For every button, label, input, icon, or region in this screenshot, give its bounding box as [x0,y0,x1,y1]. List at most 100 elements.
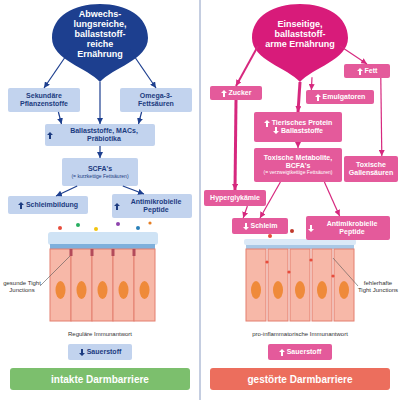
increase-arrow [18,202,24,209]
epithelial-cell [134,249,155,321]
flow-arrow [99,82,100,124]
text-line: Sauerstoff [79,348,122,356]
diet-drop: Abwechs- lungsreiche, ballaststoff- reic… [50,2,150,82]
text-line: SCFA's [88,165,112,173]
node-text: Einseitige, ballaststoff- arme Ernährung [264,19,336,49]
microvilli [246,245,354,249]
flow-arrow [139,112,142,124]
process-box: Toxische Gallensäuren [344,156,398,182]
bacterium [94,227,98,231]
epithelial-cell [113,249,134,321]
text-line: Ballaststoffe, MACs, Präbiotika [47,127,153,142]
flow-arrow [235,100,236,190]
epithelial-cell [290,249,310,321]
increase-arrow [264,120,270,127]
drop-outline [52,4,148,82]
node-text: Ballaststoffe [281,127,323,135]
node-text: Sauerstoff [287,348,322,356]
bacterium [268,234,272,238]
process-box: Zucker [210,86,262,100]
column-divider [200,0,201,400]
cell-nucleus [56,281,66,299]
epithelial-cell [268,249,288,321]
process-box: Sauerstoff [268,344,332,360]
drop-outline [252,4,348,82]
epithelial-cell [246,249,266,321]
invading-bacterium [265,260,268,263]
text-line: Abwechs- lungsreiche, ballaststoff- reic… [64,9,136,59]
node-text: SCFA's [88,165,112,173]
tight-junction [112,249,115,256]
bacterium [116,222,120,226]
cell-nucleus [317,281,327,299]
tight-junction [133,249,136,256]
tight-junction [91,249,94,256]
text-line: Antimikrobielle Peptide [308,220,388,235]
process-box: Antimikrobielle Peptide [112,194,192,218]
process-box: Fett [344,64,390,78]
arrow-shape [79,349,85,356]
decrease-arrow [308,225,314,232]
cell-nucleus [273,281,283,299]
cell-nucleus [140,281,150,299]
text-line: Fett [357,67,378,75]
increase-arrow [47,132,53,139]
node-text: Toxische Metabolite, BCFA's [256,154,340,169]
arrow-shape [279,349,285,356]
cell-nucleus [119,281,129,299]
node-text: Sekundäre Pflanzenstoffe [10,92,78,107]
text-line: Omega-3- Fettsäuren [122,92,190,107]
text-line: Sekundäre Pflanzenstoffe [10,92,78,107]
text-line: Toxische Metabolite, BCFA's [256,154,340,169]
process-box: Sauerstoff [68,344,132,360]
process-box: Hyperglykämie [204,190,266,206]
text-line: intakte Darmbarriere [51,374,149,385]
text-line: Sauerstoff [279,348,322,356]
node-text: (= kurzkettige Fettsäuren) [71,174,128,180]
flow-arrow [324,182,339,216]
invading-bacterium [309,258,312,261]
cell-nucleus [98,281,108,299]
leader-line [333,258,358,286]
text-line: Ballaststoffe [273,127,323,135]
node-text: Tierisches Protein [272,119,333,127]
process-box: SCFA's(= kurzkettige Fettsäuren) [62,158,138,186]
arrow-shape [114,203,120,210]
flow-arrow [298,82,300,112]
flow-arrow [236,46,258,86]
annotation-label: Reguläre Immunantwort [45,331,155,338]
node-text: Zucker [229,89,252,97]
text-line: Emulgatoren [315,93,366,101]
flow-arrow [56,186,77,196]
process-box: Schleim [232,218,288,234]
flow-arrow [123,186,144,194]
process-box: Sekundäre Pflanzenstoffe [8,88,80,112]
node-text: intakte Darmbarriere [51,374,149,385]
node-text: Sauerstoff [87,348,122,356]
annotation-label: gesunde Tight Junctions [2,280,42,293]
arrow-shape [273,127,279,134]
epithelial-cell [71,249,92,321]
node-text: Ballaststoffe, MACs, Präbiotika [55,127,153,142]
process-box: Schleimbildung [8,196,88,214]
text-line: (= kurzkettige Fettsäuren) [71,174,128,180]
arrow-shape [18,202,24,209]
cell-nucleus [295,281,305,299]
process-box: Antimikrobielle Peptide [306,216,390,240]
node-text: Hyperglykämie [210,194,260,202]
node-text: Toxische Gallensäuren [346,161,396,176]
bacterium [76,223,80,227]
drop-text: Einseitige, ballaststoff- arme Ernährung [250,19,350,65]
text-line: Schleimbildung [18,201,78,209]
epithelial-cell [50,249,71,321]
decrease-arrow [79,349,85,356]
process-box: Ballaststoffe, MACs, Präbiotika [45,124,155,146]
healthy-epithelium [40,221,158,321]
epithelial-cell [334,249,354,321]
arrow-shape [243,223,249,230]
microvilli [50,244,155,249]
flow-arrow [243,206,247,218]
bacterium [290,229,294,233]
process-box: Emulgatoren [306,90,374,104]
